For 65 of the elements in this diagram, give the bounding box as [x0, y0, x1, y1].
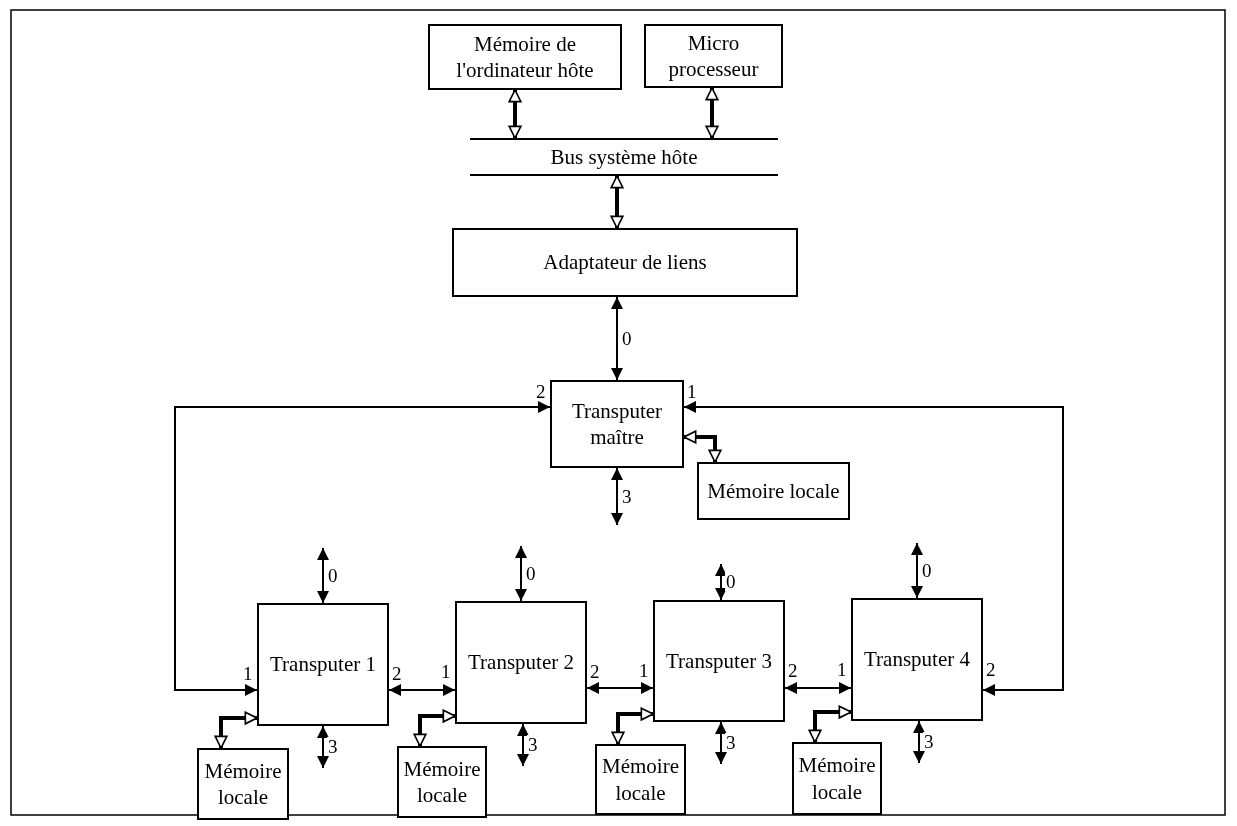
block-box: [653, 600, 785, 722]
block-box: [851, 598, 983, 721]
arrow: [611, 467, 623, 526]
port-number: 3: [923, 732, 935, 751]
port-number: 1: [441, 662, 451, 681]
arrow: [517, 723, 529, 767]
hollow-double-arrow: [611, 707, 654, 745]
node-label: Transputer maître: [570, 397, 664, 451]
hollow-double-arrow: [413, 709, 456, 747]
node-label: Transputer 2: [468, 649, 574, 676]
block-box: [257, 603, 389, 726]
arrow: [715, 563, 727, 601]
node-label: Transputer 3: [666, 647, 772, 675]
block-box: [697, 462, 850, 520]
hollow-double-arrow: [683, 430, 722, 463]
hollow-double-arrow: [610, 175, 624, 229]
port-number: 3: [527, 735, 539, 754]
port-number: 1: [687, 382, 697, 401]
block-box: [397, 746, 487, 818]
arrow: [317, 547, 329, 604]
node-label: Micro processeur: [667, 29, 760, 83]
node-label: Mémoire locale: [601, 753, 680, 806]
block-box: [452, 228, 798, 297]
hollow-double-arrow: [214, 711, 258, 749]
port-number: 3: [327, 737, 339, 756]
port-number: 2: [788, 661, 798, 680]
port-number: 1: [243, 664, 253, 683]
arrow: [515, 545, 527, 602]
port-number: 2: [590, 662, 600, 681]
arrow: [317, 725, 329, 769]
block-box: [595, 744, 686, 815]
block-box: [197, 748, 289, 820]
block-box: [644, 24, 783, 88]
arrow: [715, 721, 727, 765]
arrow: [174, 401, 551, 696]
arrow: [683, 401, 1064, 696]
node-label: Mémoire locale: [203, 757, 283, 811]
arrow: [388, 684, 456, 696]
node-label: Mémoire locale: [798, 752, 876, 805]
port-number: 2: [536, 382, 546, 401]
hollow-double-arrow: [705, 87, 719, 139]
port-number: 1: [639, 661, 649, 680]
node-label: Mémoire locale: [403, 755, 481, 809]
arrow: [784, 682, 852, 694]
node-label: Mémoire locale: [707, 477, 840, 505]
node-label: Mémoire de l'ordinateur hôte: [455, 30, 595, 84]
block-box: [455, 601, 587, 724]
port-number: 3: [725, 733, 737, 752]
block-box: [428, 24, 622, 90]
arrow: [611, 296, 623, 381]
port-number: 2: [392, 664, 402, 683]
hollow-double-arrow: [808, 705, 852, 743]
arrow: [586, 682, 654, 694]
block-box: [792, 742, 882, 815]
node-label: Transputer 1: [270, 651, 376, 678]
hollow-double-arrow: [508, 89, 522, 139]
node-label: Transputer 4: [864, 646, 970, 673]
node-label: Bus système hôte: [550, 143, 698, 171]
port-number: 0: [725, 572, 737, 591]
node-label: Adaptateur de liens: [543, 249, 707, 276]
arrow: [911, 542, 923, 599]
block-box: [550, 380, 684, 468]
port-number: 2: [986, 660, 996, 679]
arrow: [913, 720, 925, 764]
port-number: 1: [837, 660, 847, 679]
